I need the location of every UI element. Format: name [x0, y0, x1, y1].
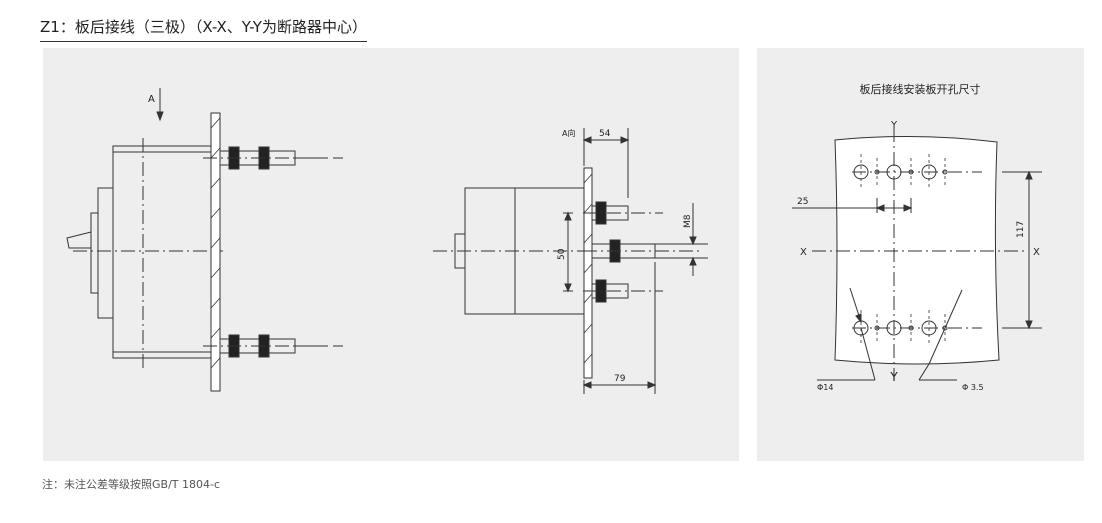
dim-m8-label: M8 [683, 214, 693, 228]
dim-50-label: 50 [557, 248, 567, 260]
breaker-body [112, 145, 214, 359]
hole-large [886, 320, 902, 336]
mounting-plate-a-view [583, 167, 593, 379]
page-title: Z1：板后接线（三极）（X-X、Y-Y为断路器中心） [40, 16, 367, 42]
mounting-plate [210, 112, 221, 392]
x-axis-right-label: X [1033, 247, 1040, 258]
side-view-panel: A A向 54 M8 50 79 [43, 48, 739, 461]
x-axis-left-label: X [800, 247, 807, 258]
y-axis-bottom-label: Y [889, 370, 898, 384]
dim-54-label: 54 [599, 129, 611, 139]
dim-25-label: 25 [797, 197, 808, 207]
diameter-14-label: Φ14 [817, 383, 833, 392]
breaker-handle [66, 231, 92, 249]
tolerance-note: 注：未注公差等级按照GB/T 1804-c [42, 478, 221, 491]
direction-a-label: A向 [562, 128, 575, 138]
dim-79-label: 79 [614, 374, 626, 384]
cutout-heading: 板后接线安装板开孔尺寸 [860, 82, 981, 96]
diameter-3-5-label: Φ 3.5 [962, 383, 984, 392]
side-view-drawing: A A向 54 M8 50 79 [66, 88, 708, 394]
y-axis-top-label: Y [890, 120, 898, 131]
cutout-panel: 板后接线安装板开孔尺寸 [757, 48, 1084, 461]
cutout-drawing: 板后接线安装板开孔尺寸 [792, 82, 1042, 392]
arrow-a-label: A [148, 94, 155, 105]
breaker-front [97, 187, 114, 319]
mounting-plate-outline [834, 135, 1000, 365]
view-arrow-head [156, 111, 164, 122]
hole-large [886, 164, 902, 180]
dim-117-label: 117 [1016, 221, 1026, 238]
